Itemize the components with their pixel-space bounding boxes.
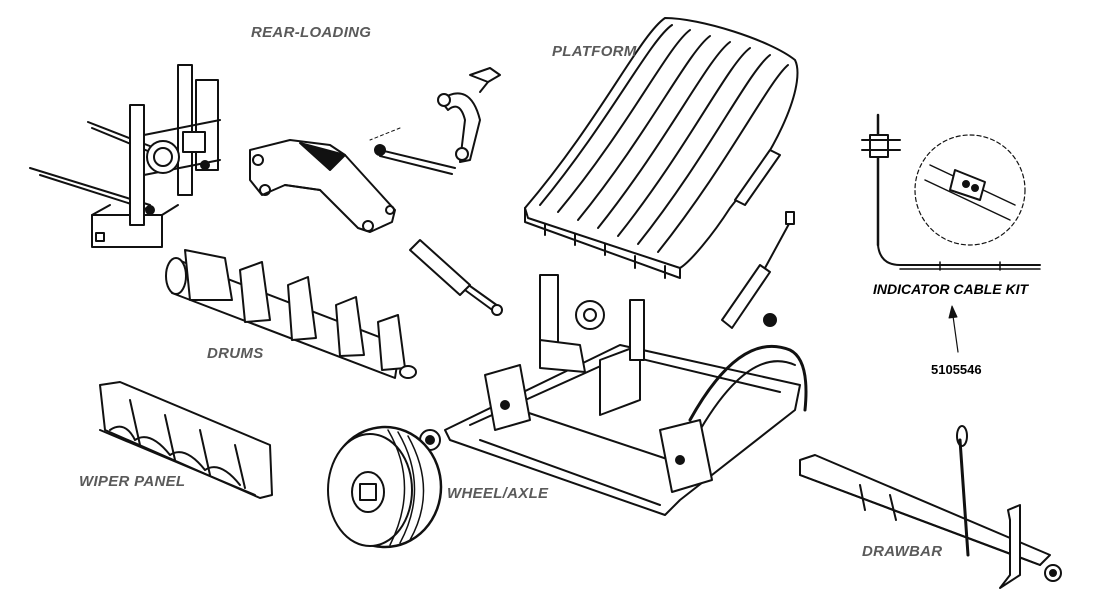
- link-arm-bracket: [249, 139, 396, 233]
- adjuster-bracket: [369, 67, 501, 175]
- label-rear-loading: REAR-LOADING: [251, 24, 372, 41]
- gas-spring-left: [409, 239, 503, 316]
- gas-spring-right: [721, 211, 795, 329]
- main-frame: [419, 274, 808, 516]
- rear-loading-assembly: [29, 64, 221, 248]
- indicator-cable-kit-title: INDICATOR CABLE KIT: [873, 281, 1029, 297]
- wheel-tire: [327, 425, 443, 549]
- label-platform: PLATFORM: [552, 43, 637, 60]
- indicator-cable-kit-part-number: 5105546: [931, 362, 982, 377]
- drum-roller: [165, 249, 417, 379]
- label-drums: DRUMS: [207, 345, 264, 362]
- indicator-cable-kit-art: [861, 113, 1041, 271]
- platform-assembly: [524, 17, 799, 279]
- drawbar-assembly: [799, 425, 1062, 589]
- wiper-panel: [99, 381, 273, 499]
- callout-arrow: [948, 305, 959, 353]
- label-wiper-panel: WIPER PANEL: [79, 473, 186, 490]
- label-wheel-axle: WHEEL/AXLE: [447, 485, 549, 502]
- label-drawbar: DRAWBAR: [862, 543, 943, 560]
